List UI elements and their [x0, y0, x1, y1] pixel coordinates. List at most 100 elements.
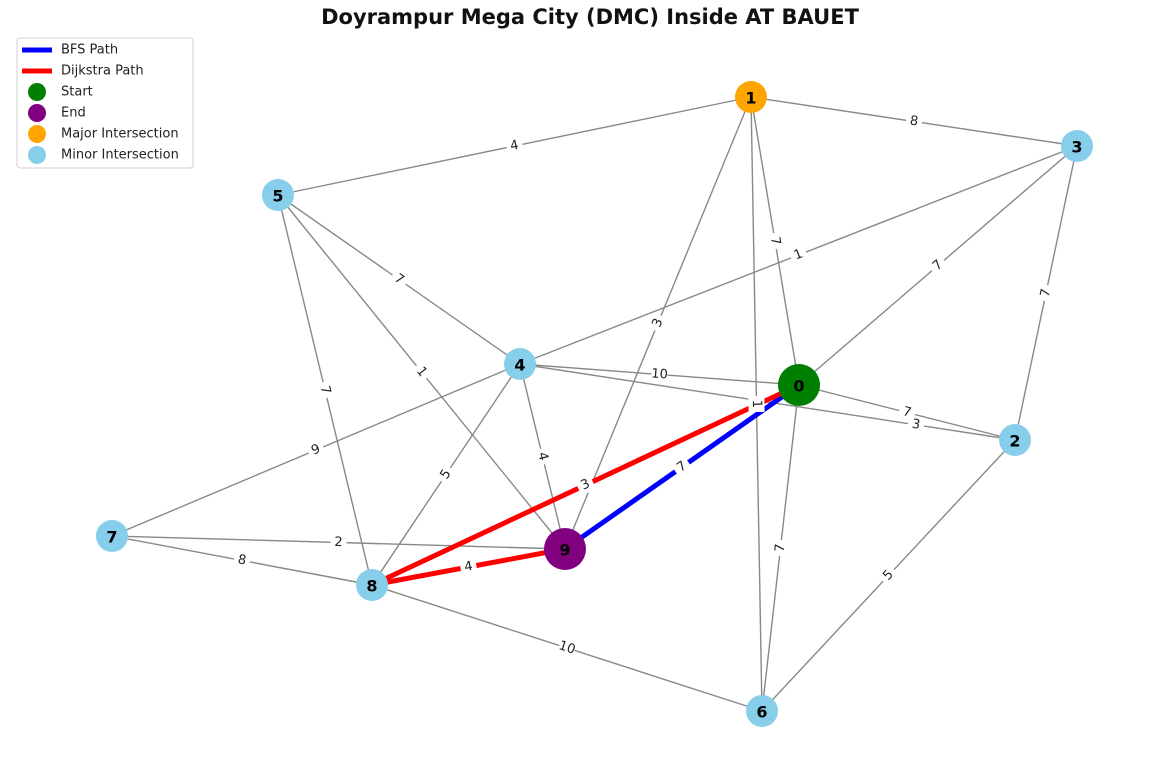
- nodes-layer: 0 1 2 3 4 5 6 7 8 9: [96, 81, 1093, 727]
- node-7[interactable]: [96, 520, 128, 552]
- graph-title: Doyrampur Mega City (DMC) Inside AT BAUE…: [321, 5, 859, 29]
- node-label-6: 6: [756, 703, 767, 722]
- edge-weight-label-3-2: 7: [1036, 283, 1056, 303]
- edge-weight-text: 2: [334, 535, 343, 550]
- edge-label-background: [387, 268, 411, 291]
- edge-weight-label-1-6: 1: [748, 395, 765, 413]
- edge-weight-label-5-8: 7: [315, 380, 335, 400]
- edge-weight-text: 4: [534, 451, 551, 463]
- edge-label-background: [434, 463, 458, 486]
- legend-label: Major Intersection: [61, 127, 179, 142]
- node-label-2: 2: [1009, 432, 1020, 451]
- edge-weight-text: 7: [901, 404, 913, 421]
- edge-weight-label-0-9: 7: [670, 455, 694, 479]
- edge-weight-label-2-6: 5: [877, 564, 900, 587]
- edge-label-background: [505, 136, 524, 156]
- edge-weight-label-3-4: 1: [788, 244, 809, 266]
- node-label-9: 9: [559, 541, 570, 560]
- edge-label-background: [771, 539, 790, 557]
- edge-weight-label-1-3: 8: [904, 112, 924, 131]
- edge-label-background: [410, 360, 433, 384]
- edge-weight-text: 8: [909, 113, 919, 129]
- edge-weight-label-8-9: 4: [459, 557, 478, 577]
- edges-layer: [111, 96, 1078, 712]
- edge-label-background: [765, 231, 785, 251]
- node-label-4: 4: [514, 356, 525, 375]
- edge-weight-label-7-8: 8: [232, 551, 252, 570]
- edge-weight-text: 3: [911, 417, 921, 433]
- node-0[interactable]: [778, 364, 820, 406]
- node-2[interactable]: [999, 424, 1031, 456]
- node-3[interactable]: [1061, 130, 1093, 162]
- edge-label-background: [1036, 283, 1056, 303]
- edge-weight-text: 7: [317, 384, 334, 396]
- edge-weight-text: 10: [557, 638, 577, 657]
- legend-label: Start: [61, 85, 93, 100]
- edge-weight-label-7-9: 2: [330, 534, 347, 551]
- legend-dot-marker: [28, 146, 46, 164]
- node-5[interactable]: [262, 179, 294, 211]
- edge-weight-text: 7: [773, 543, 789, 553]
- edge-label-background: [315, 380, 335, 400]
- node-label-5: 5: [272, 187, 283, 206]
- edge-weight-label-0-8: 3: [574, 474, 597, 496]
- node-1[interactable]: [735, 81, 767, 113]
- edge-label-background: [647, 312, 669, 334]
- node-label-3: 3: [1071, 138, 1082, 157]
- edge-weight-label-4-0: 10: [650, 365, 669, 384]
- edge-weight-label-0-6: 7: [771, 539, 790, 557]
- legend-dot-marker: [28, 104, 46, 122]
- node-9[interactable]: [544, 528, 586, 570]
- legend-label: BFS Path: [61, 43, 118, 58]
- edge-weight-text: 10: [651, 366, 669, 382]
- edge-weight-label-3-0: 7: [926, 254, 950, 277]
- edge-label-background: [330, 534, 347, 551]
- edge-label-background: [574, 474, 597, 496]
- edge-weight-text: 4: [509, 138, 520, 154]
- legend-label: Minor Intersection: [61, 148, 179, 163]
- edge-weight-label-0-2: 7: [897, 402, 917, 423]
- legend-label: End: [61, 106, 86, 121]
- edge-label-background: [926, 254, 950, 277]
- node-4[interactable]: [504, 348, 536, 380]
- edge-label-background: [556, 637, 578, 659]
- node-6[interactable]: [746, 695, 778, 727]
- edge-label-background: [904, 112, 924, 131]
- edge-weight-label-4-9: 4: [532, 446, 553, 467]
- edge-weight-label-4-8: 5: [434, 463, 458, 486]
- edge-label-background: [459, 557, 478, 577]
- edge-weight-label-8-6: 10: [556, 637, 578, 659]
- node-label-7: 7: [106, 528, 117, 547]
- edge-weight-text: 8: [237, 552, 248, 568]
- node-label-8: 8: [366, 577, 377, 596]
- edge-weight-label-1-0: 7: [765, 231, 785, 251]
- edge-weight-text: 1: [749, 400, 764, 409]
- edge-weight-label-1-9: 3: [647, 312, 669, 334]
- legend-frame: [16, 37, 194, 169]
- edge-weight-label-4-7: 9: [305, 439, 327, 461]
- edge-label-background: [897, 402, 917, 423]
- edge-weight-text: 7: [1038, 287, 1054, 298]
- node-8[interactable]: [356, 569, 388, 601]
- edge-label-background: [650, 365, 669, 384]
- edge-weight-label-1-5: 4: [505, 136, 524, 156]
- edge-weight-text: 7: [767, 236, 783, 247]
- edge-label-background: [877, 564, 900, 587]
- node-label-1: 1: [745, 89, 756, 108]
- edge-label-background: [748, 395, 765, 413]
- legend-dot-marker: [28, 83, 46, 101]
- edge-label-background: [670, 455, 694, 479]
- edge-label-background: [532, 446, 553, 467]
- edge-weight-label-5-9: 1: [410, 360, 433, 384]
- edge-weight-text: 4: [463, 559, 474, 575]
- legend-dot-marker: [28, 125, 46, 143]
- edge-label-background: [788, 244, 809, 266]
- edge-label-background: [305, 439, 327, 461]
- edge-weight-label-5-4: 7: [387, 268, 411, 291]
- edge-label-background: [232, 551, 252, 570]
- node-label-0: 0: [793, 377, 804, 396]
- legend-label: Dijkstra Path: [61, 64, 144, 79]
